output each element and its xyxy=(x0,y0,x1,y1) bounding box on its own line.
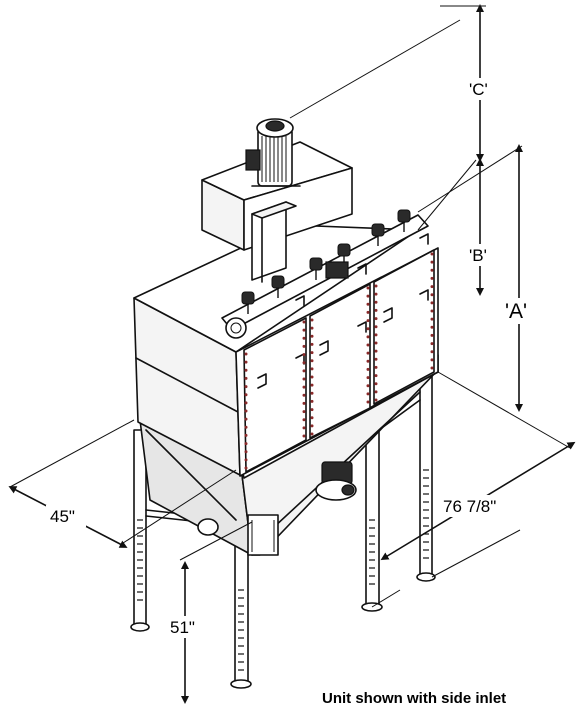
dimension-depth-label: 76 7/8" xyxy=(443,497,496,516)
airlock-motor xyxy=(315,461,357,501)
access-door-left xyxy=(243,317,307,473)
dimension-c-label: 'C' xyxy=(469,80,488,99)
dimension-c: 'C' xyxy=(289,4,497,162)
dimension-inlet-height: 51" xyxy=(168,521,253,704)
dimension-width: 45" xyxy=(8,419,237,548)
dimension-width-label: 45" xyxy=(50,507,75,526)
diagram-caption: Unit shown with side inlet xyxy=(322,690,507,707)
dimension-a-label: 'A' xyxy=(505,300,527,323)
leg-back-right xyxy=(416,364,436,582)
dimension-inlet-height-label: 51" xyxy=(170,618,195,637)
dimension-a: 'A' xyxy=(417,144,538,412)
access-doors xyxy=(243,249,435,473)
pulse-valves xyxy=(241,209,411,314)
access-door-right xyxy=(373,249,435,405)
pulse-manifold xyxy=(221,209,429,339)
access-door-center xyxy=(309,283,371,439)
dimension-depth: 76 7/8" xyxy=(371,371,576,608)
dimension-b: 'B' xyxy=(417,158,497,296)
filter-cabinet xyxy=(133,224,439,477)
dimension-b-label: 'B' xyxy=(469,246,487,265)
fan-motor xyxy=(245,118,301,187)
panel-bolts xyxy=(244,252,434,470)
